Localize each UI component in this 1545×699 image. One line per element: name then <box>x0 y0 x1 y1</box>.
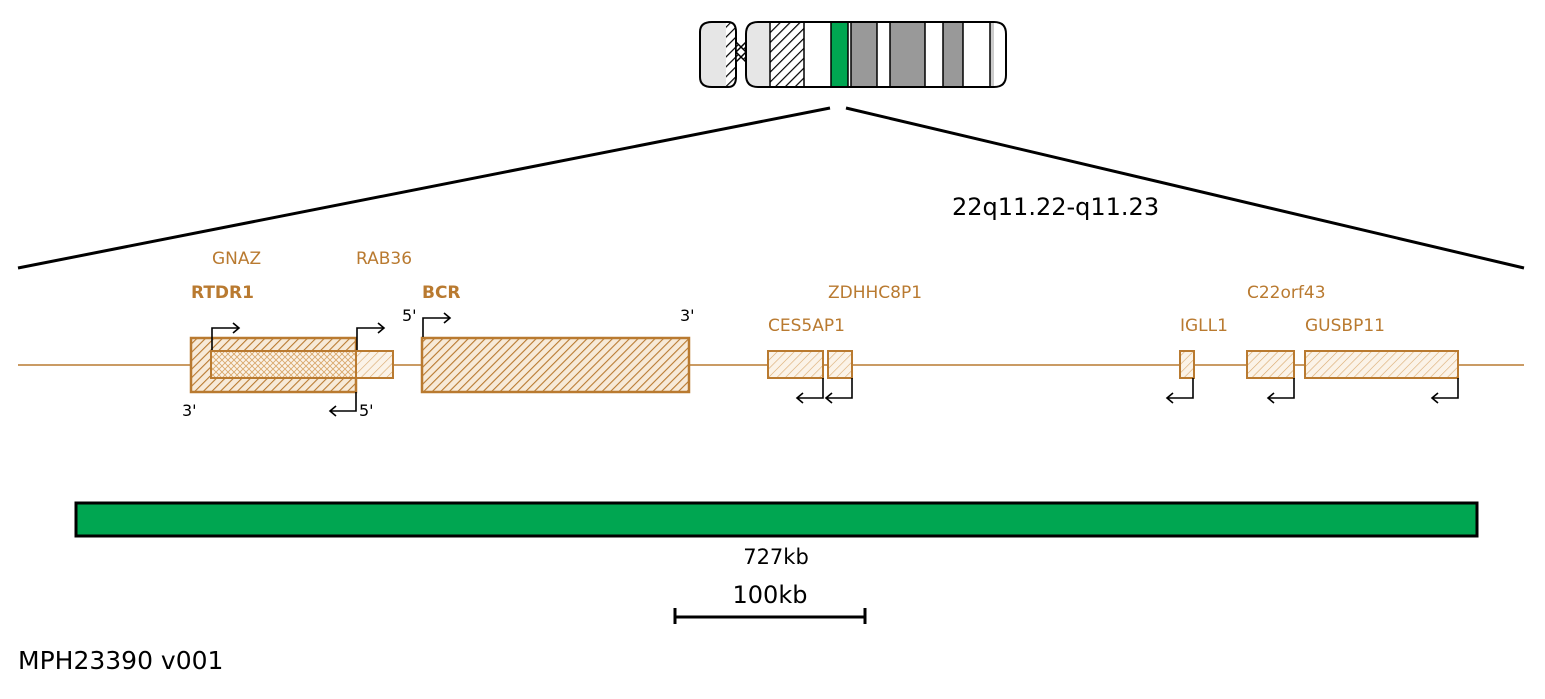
zoom-line-left <box>17 106 831 270</box>
gene-box-zdhhc8p1 <box>827 350 853 379</box>
scale-bar <box>673 608 867 624</box>
gene-label-rtdr1: RTDR1 <box>191 283 254 303</box>
gene-box-ces5ap1 <box>767 350 824 379</box>
gene-track: GNAZ RTDR1 RAB36 BCR ZDHHC8P1 CES5AP1 IG… <box>18 249 1524 420</box>
chromosome-ideogram <box>699 21 1007 88</box>
chromosome-p-arm <box>700 22 736 87</box>
direction-arrow-reverse <box>824 378 853 404</box>
direction-arrow-reverse <box>795 378 824 404</box>
zoom-lines <box>17 106 1525 270</box>
direction-arrow-reverse <box>1266 378 1295 404</box>
gene-box-c22orf43 <box>1246 350 1295 379</box>
gene-label-c22orf43: C22orf43 <box>1247 283 1326 303</box>
gene-box-rab36 <box>355 350 394 379</box>
gene-box-bcr <box>420 336 691 394</box>
gene-box-gnaz <box>210 350 357 379</box>
scale-bar-label: 100kb <box>733 581 808 609</box>
gene-label-zdhhc8p1: ZDHHC8P1 <box>828 283 922 303</box>
chromosome-q-arm <box>746 22 1006 87</box>
gene-label-gusbp11: GUSBP11 <box>1305 316 1385 336</box>
region-label: 22q11.22-q11.23 <box>952 193 1159 221</box>
end-label-rtdr1-3prime: 3' <box>182 401 197 420</box>
direction-arrow-reverse <box>1165 378 1194 404</box>
end-label-rtdr1-5prime: 5' <box>359 401 374 420</box>
probe-size-label: 727kb <box>743 545 809 569</box>
highlight-band <box>831 22 848 87</box>
end-label-bcr-3prime: 3' <box>680 306 695 325</box>
centromere <box>734 40 748 64</box>
gene-box-gusbp11 <box>1304 350 1459 379</box>
direction-arrow-forward <box>422 312 452 337</box>
gene-label-bcr: BCR <box>422 283 461 303</box>
direction-arrow-forward <box>211 322 241 350</box>
gene-label-gnaz: GNAZ <box>212 249 261 269</box>
gene-box-igll1 <box>1179 350 1195 379</box>
probe-bar <box>74 501 1479 538</box>
product-code: MPH23390 v001 <box>18 646 223 675</box>
direction-arrow-reverse <box>1430 378 1459 404</box>
direction-arrow-forward <box>356 322 386 350</box>
gene-label-ces5ap1: CES5AP1 <box>768 316 845 336</box>
direction-arrow-reverse <box>328 392 357 417</box>
gene-label-igll1: IGLL1 <box>1180 316 1228 336</box>
gene-label-rab36: RAB36 <box>356 249 412 269</box>
zoom-line-right <box>845 106 1525 270</box>
end-label-bcr-5prime: 5' <box>402 306 417 325</box>
